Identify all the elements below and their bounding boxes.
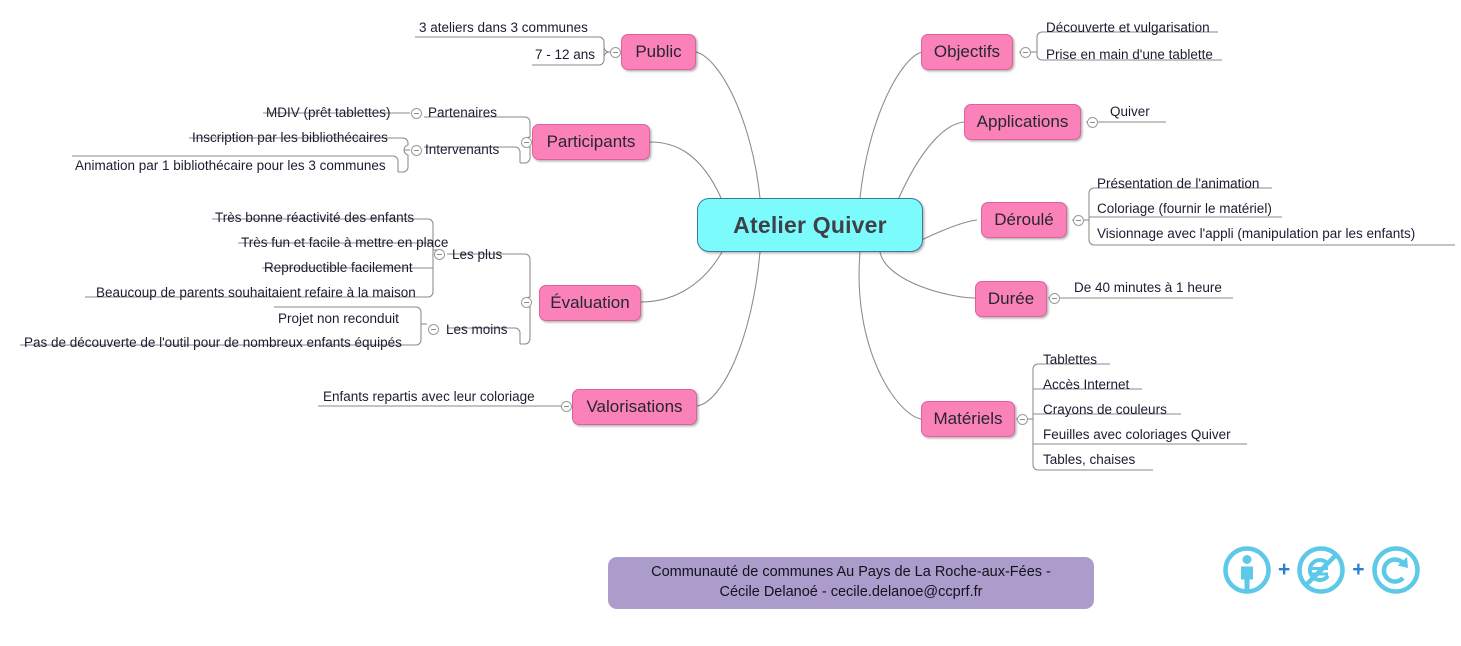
leaf-valorisations-0[interactable]: Enfants repartis avec leur coloriage <box>323 389 535 404</box>
leaf-materiels-4[interactable]: Tables, chaises <box>1043 452 1136 467</box>
branch-node-objectifs[interactable]: Objectifs <box>921 34 1013 70</box>
sub-node-les-moins[interactable]: Les moins <box>446 322 508 337</box>
leaf-materiels-0[interactable]: Tablettes <box>1043 352 1098 367</box>
collapse-toggle-materiels[interactable] <box>1017 414 1028 425</box>
branch-node-evaluation[interactable]: Évaluation <box>539 285 641 321</box>
leaf-les-plus-0[interactable]: Très bonne réactivité des enfants <box>215 210 415 225</box>
leaf-public-1[interactable]: 7 - 12 ans <box>535 47 596 62</box>
branch-node-duree[interactable]: Durée <box>975 281 1047 317</box>
leaf-public-0[interactable]: 3 ateliers dans 3 communes <box>419 20 588 35</box>
branch-label-public: Public <box>635 42 682 61</box>
branch-label-participants: Participants <box>546 132 636 151</box>
leaf-deroule-2[interactable]: Visionnage avec l'appli (manipulation pa… <box>1097 226 1416 241</box>
cc-nc-icon <box>1297 546 1346 594</box>
collapse-toggle-partenaires[interactable] <box>411 108 422 119</box>
footer-line-1: Communauté de communes Au Pays de La Roc… <box>651 564 1051 581</box>
leaf-materiels-3[interactable]: Feuilles avec coloriages Quiver <box>1043 427 1231 442</box>
branch-label-materiels: Matériels <box>933 409 1003 428</box>
collapse-toggle-duree[interactable] <box>1049 293 1060 304</box>
leaf-deroule-0[interactable]: Présentation de l'animation <box>1097 176 1260 191</box>
sub-node-les-plus[interactable]: Les plus <box>452 247 503 262</box>
collapse-toggle-intervenants[interactable] <box>411 145 422 156</box>
branch-node-applications[interactable]: Applications <box>964 104 1081 140</box>
collapse-toggle-valorisations[interactable] <box>561 401 572 412</box>
leaf-les-plus-3[interactable]: Beaucoup de parents souhaitaient refaire… <box>96 285 416 300</box>
collapse-toggle-evaluation[interactable] <box>521 297 532 308</box>
footer-credits-box: Communauté de communes Au Pays de La Roc… <box>608 557 1094 609</box>
leaf-les-moins-1[interactable]: Pas de découverte de l'outil pour de nom… <box>24 335 402 350</box>
center-node-label: Atelier Quiver <box>733 211 887 238</box>
leaf-applications-0[interactable]: Quiver <box>1110 104 1150 119</box>
collapse-toggle-public[interactable] <box>610 47 621 58</box>
leaf-materiels-1[interactable]: Accès Internet <box>1043 377 1130 392</box>
cc-by-icon <box>1223 546 1271 594</box>
leaf-partenaires-0[interactable]: MDIV (prêt tablettes) <box>266 105 391 120</box>
leaf-deroule-1[interactable]: Coloriage (fournir le matériel) <box>1097 201 1272 216</box>
license-separator-1: + <box>1278 557 1291 581</box>
branch-node-materiels[interactable]: Matériels <box>921 401 1015 437</box>
sub-node-intervenants[interactable]: Intervenants <box>425 142 500 157</box>
collapse-toggle-objectifs[interactable] <box>1020 47 1031 58</box>
leaf-intervenants-0[interactable]: Inscription par les bibliothécaires <box>192 130 388 145</box>
branch-node-deroule[interactable]: Déroulé <box>981 202 1067 238</box>
collapse-toggle-les-moins[interactable] <box>428 324 439 335</box>
branch-label-evaluation: Évaluation <box>550 293 630 312</box>
collapse-toggle-les-plus[interactable] <box>434 249 445 260</box>
branch-node-participants[interactable]: Participants <box>532 124 650 160</box>
leaf-les-plus-1[interactable]: Très fun et facile à mettre en place <box>241 235 449 250</box>
branch-node-public[interactable]: Public <box>621 34 696 70</box>
leaf-materiels-2[interactable]: Crayons de couleurs <box>1043 402 1167 417</box>
branch-label-duree: Durée <box>987 289 1035 308</box>
footer-line-2: Cécile Delanoé - cecile.delanoe@ccprf.fr <box>719 584 983 600</box>
branch-label-applications: Applications <box>976 112 1069 131</box>
branch-node-valorisations[interactable]: Valorisations <box>572 389 697 425</box>
collapse-toggle-applications[interactable] <box>1087 117 1098 128</box>
leaf-les-moins-0[interactable]: Projet non reconduit <box>278 311 399 326</box>
leaf-duree-0[interactable]: De 40 minutes à 1 heure <box>1074 280 1222 295</box>
collapse-toggle-deroule[interactable] <box>1073 215 1084 226</box>
leaf-intervenants-1[interactable]: Animation par 1 bibliothécaire pour les … <box>75 158 386 173</box>
branch-label-deroule: Déroulé <box>994 210 1054 229</box>
cc-sa-icon <box>1371 546 1420 594</box>
leaf-objectifs-1[interactable]: Prise en main d'une tablette <box>1046 47 1213 62</box>
collapse-toggle-participants[interactable] <box>521 137 532 148</box>
branch-label-valorisations: Valorisations <box>586 397 683 416</box>
sub-node-partenaires[interactable]: Partenaires <box>428 105 498 120</box>
leaf-objectifs-0[interactable]: Découverte et vulgarisation <box>1046 20 1210 35</box>
license-icons-row: + + <box>1222 545 1432 595</box>
leaf-les-plus-2[interactable]: Reproductible facilement <box>264 260 413 275</box>
license-separator-2: + <box>1352 557 1365 581</box>
center-node[interactable]: Atelier Quiver <box>697 198 923 252</box>
branch-label-objectifs: Objectifs <box>933 42 1001 61</box>
